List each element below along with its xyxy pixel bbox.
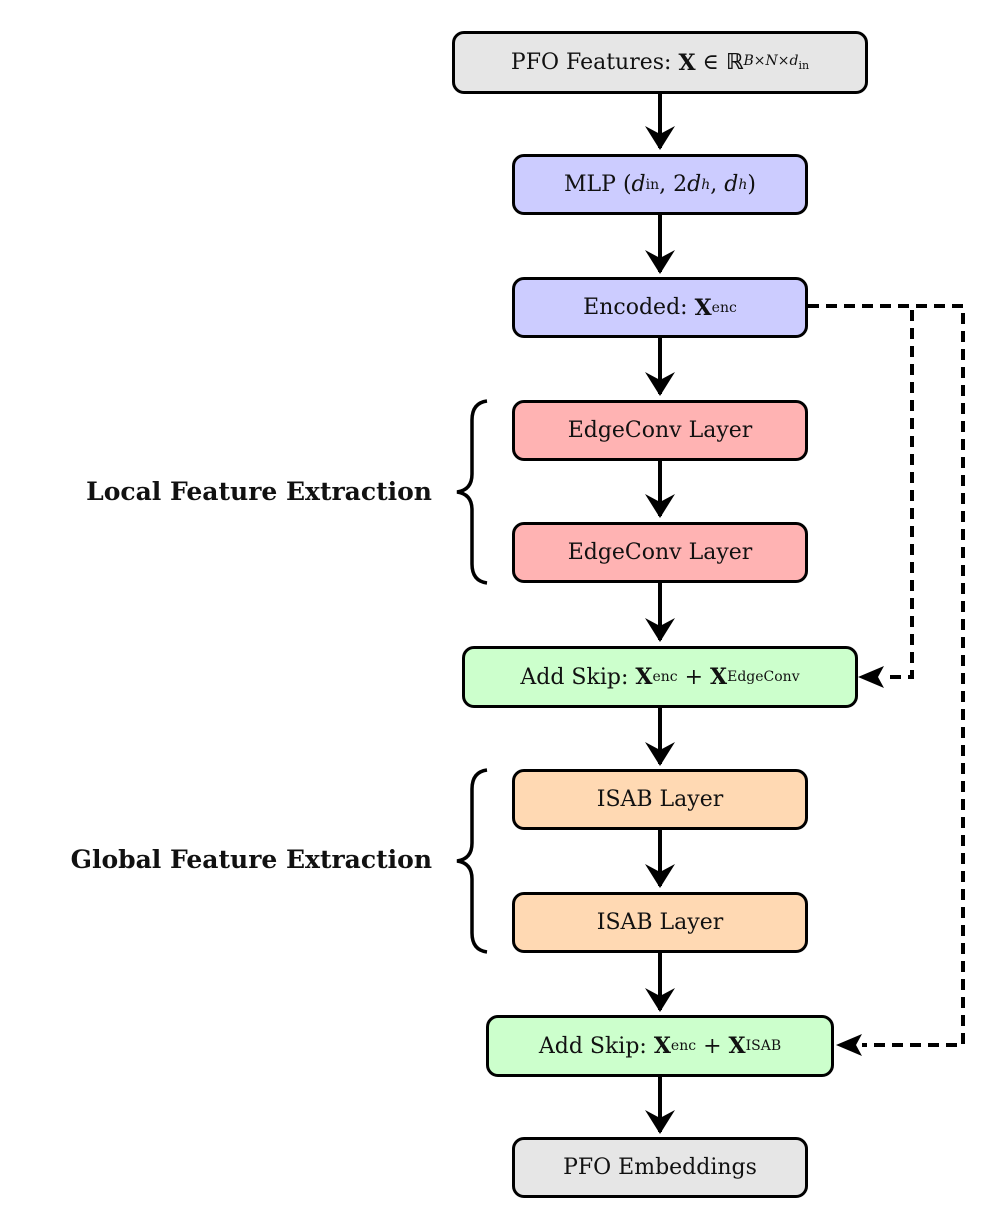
mlp-node-label: MLP [564, 172, 616, 197]
edgeconv-node-1-label: EdgeConv Layer [567, 418, 753, 443]
group-label-local: Local Feature Extraction [86, 477, 432, 506]
isab-node-2-label: ISAB Layer [596, 910, 724, 935]
isab-node-1-label: ISAB Layer [596, 787, 724, 812]
brace-local [456, 399, 488, 585]
brace-global [456, 768, 488, 954]
isab-node-2: ISAB Layer [512, 892, 808, 953]
skip-line-isab [808, 304, 965, 1047]
input-exponent: B×N×din [743, 53, 810, 72]
isab-node-1: ISAB Layer [512, 769, 808, 830]
edgeconv-node-2-label: EdgeConv Layer [567, 540, 753, 565]
group-label-global: Global Feature Extraction [70, 845, 432, 874]
skip-line-edgeconv [808, 304, 914, 679]
edgeconv-node-2: EdgeConv Layer [512, 522, 808, 583]
output-node: PFO Embeddings [512, 1137, 808, 1198]
edgeconv-node-1: EdgeConv Layer [512, 400, 808, 461]
input-set: ℝ [725, 50, 744, 75]
input-var: X [678, 49, 696, 76]
add-skip-node-2-label: Add Skip: [538, 1033, 647, 1059]
input-node-label: PFO Features: [510, 50, 672, 75]
output-node-label: PFO Embeddings [563, 1155, 757, 1180]
encoded-node-label: Encoded: [583, 295, 688, 320]
add-skip-node-1-label: Add Skip: [520, 664, 629, 690]
